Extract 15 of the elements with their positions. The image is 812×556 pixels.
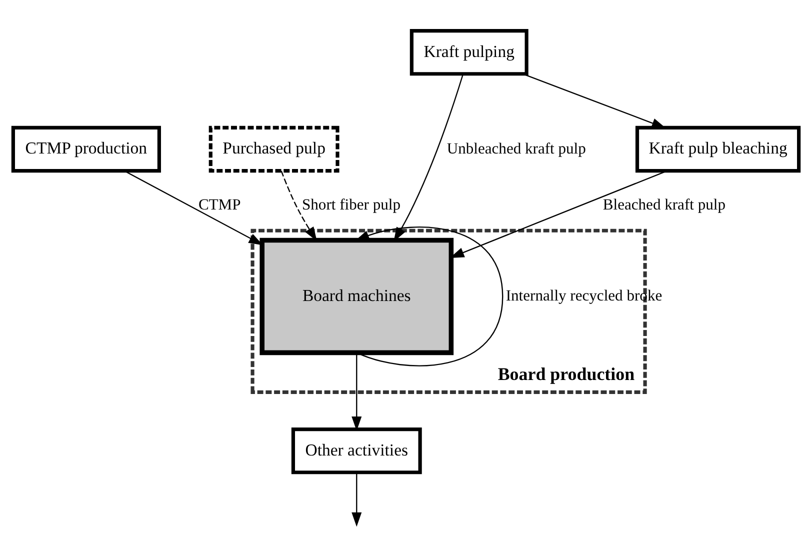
node-box: Purchased pulp <box>208 125 340 172</box>
edge-label: Internally recycled broke <box>506 287 662 304</box>
arrow <box>352 472 362 526</box>
arrow <box>352 352 362 430</box>
arrow <box>522 72 666 128</box>
edge-label: Bleached kraft pulp <box>602 196 726 214</box>
node-box: CTMP production <box>11 125 161 172</box>
node-box: Other activities <box>291 426 422 474</box>
node-box: Kraft pulp bleaching <box>635 125 801 172</box>
edge-label: CTMP <box>198 196 241 214</box>
edge-label: Short fiber pulp <box>302 196 400 214</box>
node-box: Board machines <box>260 237 454 355</box>
node-box: Kraft pulping <box>410 28 528 76</box>
arrow <box>280 170 317 241</box>
edge-label: Unbleached kraft pulp <box>446 140 586 157</box>
